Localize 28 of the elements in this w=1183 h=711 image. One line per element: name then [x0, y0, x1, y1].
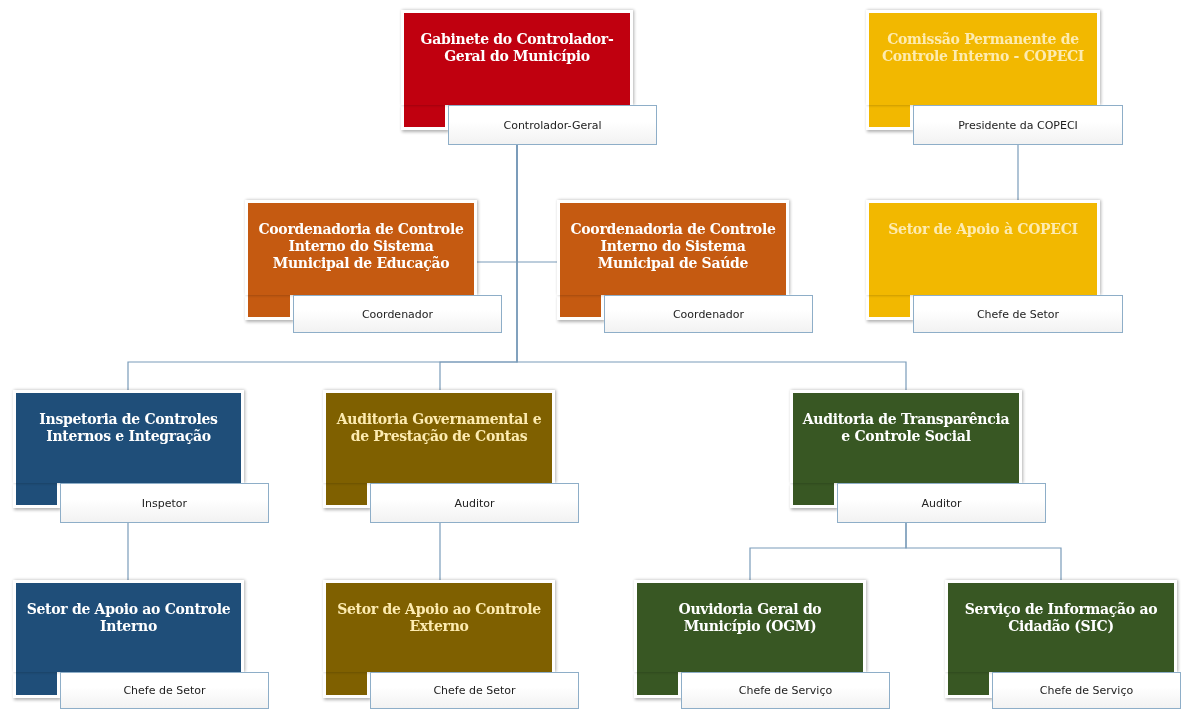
department-box: Comissão Permanente de Controle Interno - COPECI — [866, 10, 1100, 105]
department-box: Coordenadoria de Controle Interno do Sistema Municipal de Educação — [245, 200, 477, 295]
role-box: Chefe de Serviço — [992, 672, 1181, 709]
department-box: Setor de Apoio ao Controle Externo — [323, 580, 555, 672]
department-box: Auditoria Governamental e de Prestação de Contas — [323, 390, 555, 483]
connector-line — [905, 522, 1062, 581]
department-box: Coordenadoria de Controle Interno do Sistema Municipal de Saúde — [557, 200, 789, 295]
role-box: Controlador-Geral — [448, 105, 657, 145]
connector-line — [127, 522, 129, 581]
connector-line — [439, 522, 441, 581]
role-box: Inspetor — [60, 483, 269, 523]
role-box: Chefe de Setor — [60, 672, 269, 709]
department-box: Ouvidoria Geral do Município (OGM) — [634, 580, 866, 672]
department-box: Setor de Apoio à COPECI — [866, 200, 1100, 295]
role-box: Coordenador — [604, 295, 813, 333]
department-box: Inspetoria de Controles Internos e Integração — [13, 390, 244, 483]
department-box: Setor de Apoio ao Controle Interno — [13, 580, 244, 672]
department-box: Auditoria de Transparência e Controle Social — [790, 390, 1022, 483]
role-box: Coordenador — [293, 295, 502, 333]
role-box: Chefe de Serviço — [681, 672, 890, 709]
role-box: Auditor — [370, 483, 579, 523]
role-box: Presidente da COPECI — [913, 105, 1123, 145]
role-box: Chefe de Setor — [913, 295, 1123, 333]
role-box: Auditor — [837, 483, 1046, 523]
role-box: Chefe de Setor — [370, 672, 579, 709]
department-box: Serviço de Informação ao Cidadão (SIC) — [945, 580, 1177, 672]
department-box: Gabinete do Controlador-Geral do Município — [401, 10, 633, 105]
connector-line — [1017, 144, 1019, 201]
